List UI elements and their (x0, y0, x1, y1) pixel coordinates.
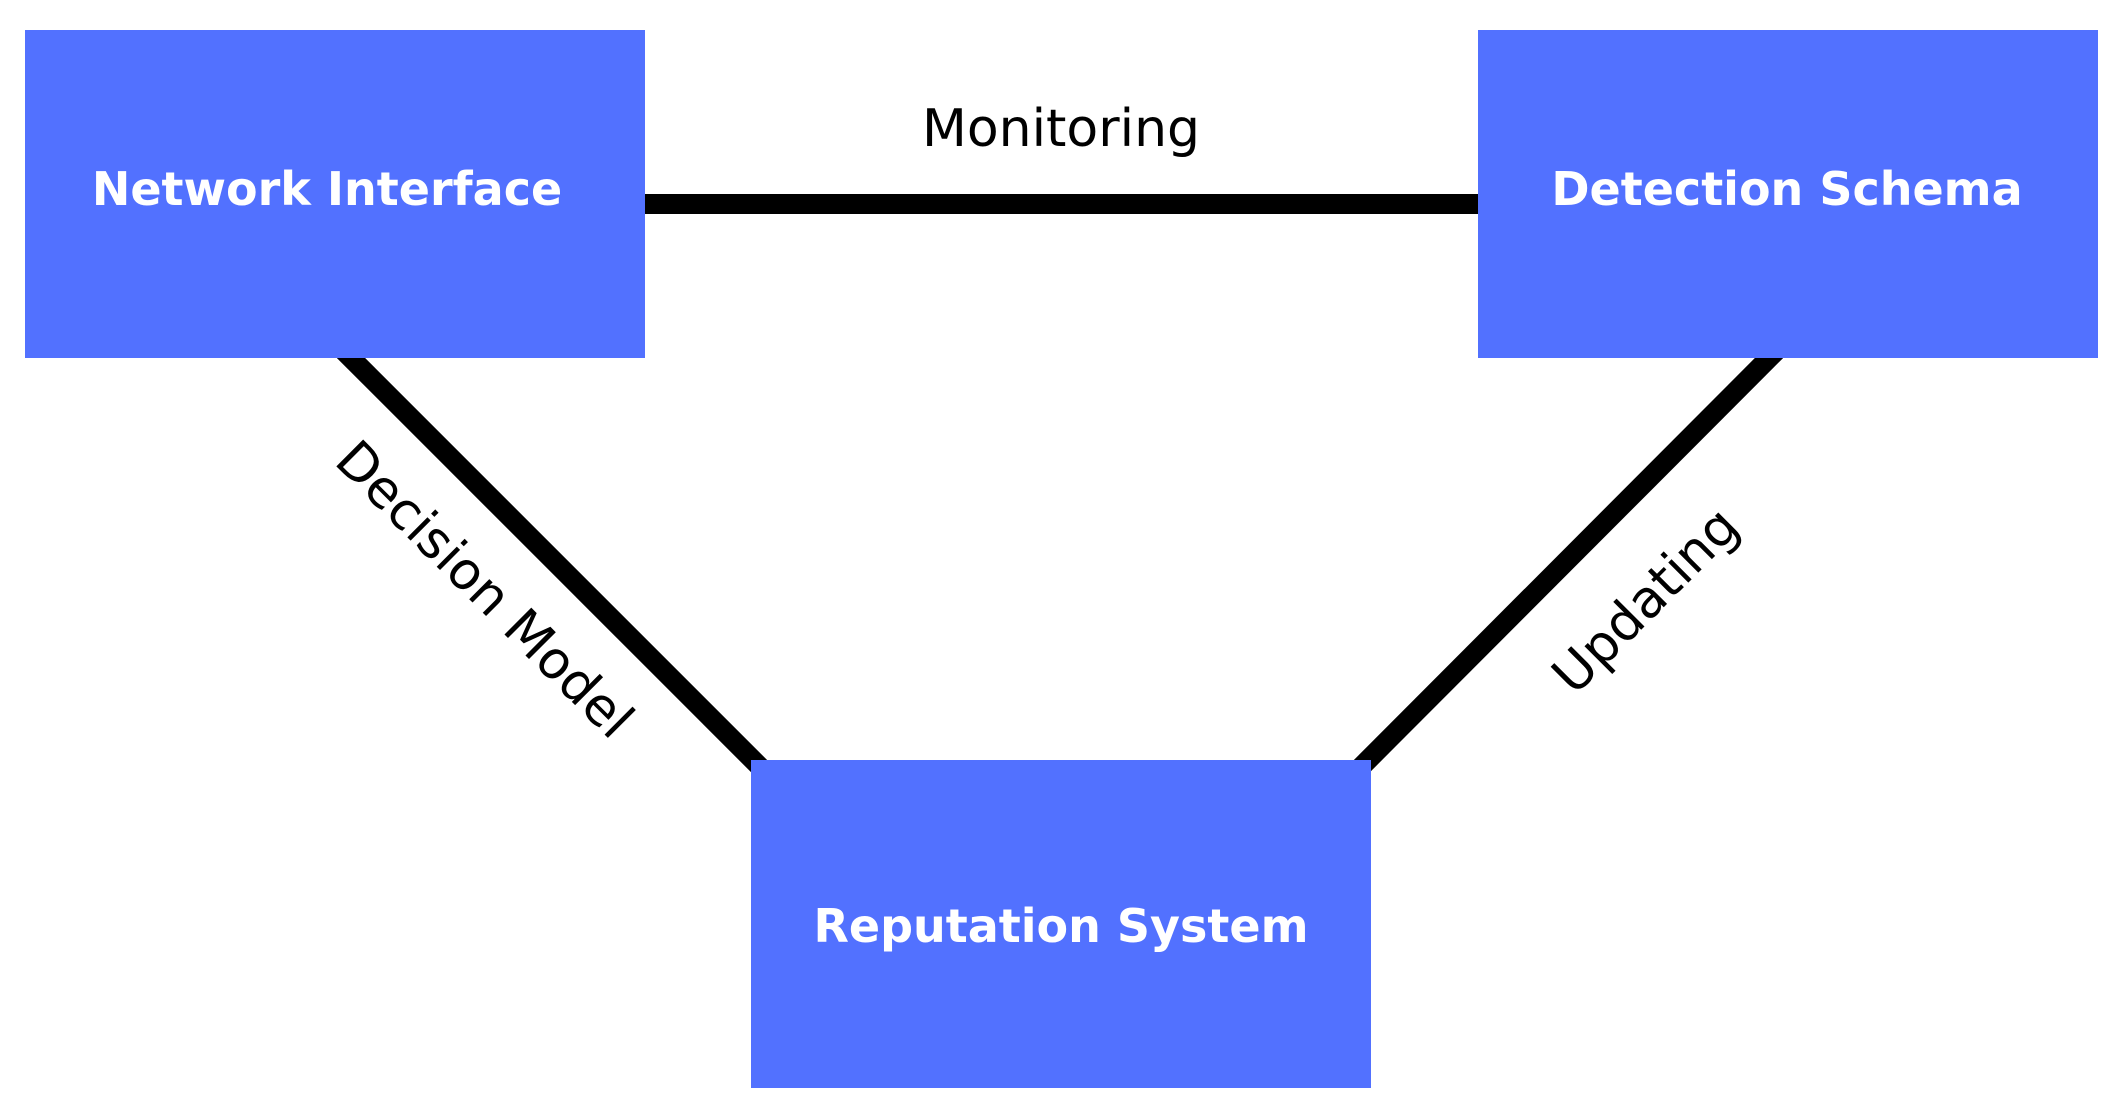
edge-label-monitoring: Monitoring (922, 99, 1200, 159)
node-detection-schema[interactable]: Detection Schema (1478, 30, 2098, 358)
edge-decision-model-line (336, 343, 775, 782)
node-detection-schema-label: Detection Schema (1551, 162, 2022, 216)
node-network-interface-box (25, 30, 645, 358)
edges (336, 194, 1784, 782)
node-network-interface[interactable]: Network Interface (25, 30, 645, 358)
edge-label-updating: Updating (1541, 496, 1751, 706)
node-reputation-system-box (751, 760, 1371, 1088)
node-network-interface-label: Network Interface (92, 162, 562, 216)
node-reputation-system[interactable]: Reputation System (751, 760, 1371, 1088)
node-detection-schema-box (1478, 30, 2098, 358)
edge-updating-line (1346, 343, 1784, 782)
node-reputation-system-label: Reputation System (813, 899, 1308, 953)
